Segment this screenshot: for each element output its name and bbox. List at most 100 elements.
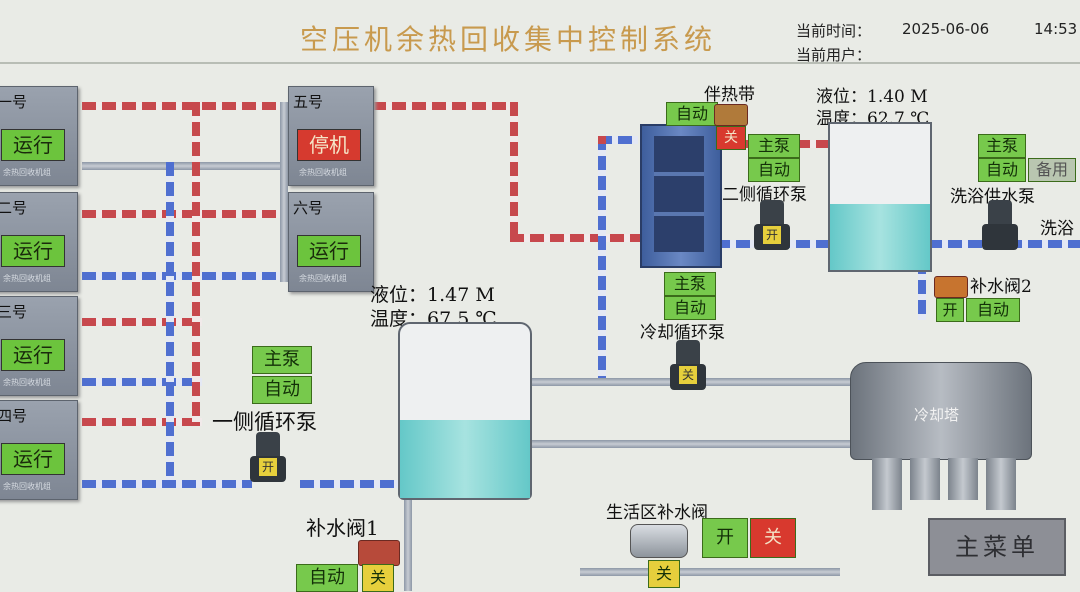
valve2-auto-button[interactable]: 自动	[966, 298, 1020, 322]
unit-label: 六号	[293, 199, 324, 217]
page-title: 空压机余热回收集中控制系统	[300, 23, 717, 56]
living-valve-label: 生活区补水阀	[606, 503, 708, 523]
bath-pump-label: 洗浴供水泵	[950, 187, 1035, 207]
unit-sub: 余热回收机组	[3, 378, 51, 387]
side2-main-button[interactable]: 主泵	[748, 134, 800, 158]
unit-status[interactable]: 运行	[1, 443, 65, 475]
gray-pipe	[280, 102, 288, 282]
unit-status[interactable]: 停机	[297, 129, 361, 161]
cold-pipe	[598, 136, 606, 378]
heat-tape-close-button[interactable]: 关	[716, 126, 746, 150]
tower-leg	[872, 458, 902, 510]
heat-tape-icon	[714, 104, 748, 126]
hot-pipe	[192, 102, 200, 426]
living-valve-close-button[interactable]: 关	[750, 518, 796, 558]
living-valve-icon[interactable]	[630, 524, 688, 558]
hot-pipe	[82, 318, 202, 326]
bath-standby-button[interactable]: 备用	[1028, 158, 1076, 182]
unit-status[interactable]: 运行	[297, 235, 361, 267]
hot-pipe	[598, 136, 606, 144]
main-tank	[398, 322, 532, 500]
unit-status[interactable]: 运行	[1, 235, 65, 267]
main-menu-button[interactable]: 主菜单	[928, 518, 1066, 576]
bath-main-button[interactable]: 主泵	[978, 134, 1026, 158]
unit-label: 一号	[0, 93, 28, 111]
unit-1[interactable]: 一号 运行 余热回收机组	[0, 86, 78, 186]
gray-pipe	[530, 440, 850, 448]
cold-pipe	[918, 240, 926, 320]
unit-sub: 余热回收机组	[299, 274, 347, 283]
unit-2[interactable]: 二号 运行 余热回收机组	[0, 192, 78, 292]
main-tank-water	[400, 419, 530, 498]
bath-pump-icon[interactable]	[982, 200, 1022, 256]
top-tank	[828, 122, 932, 272]
side1-main-button[interactable]: 主泵	[252, 346, 312, 374]
valve1-close-button[interactable]: 关	[362, 564, 394, 592]
unit-label: 三号	[0, 303, 28, 321]
cold-pipe	[598, 136, 638, 144]
main-level: 液位：1.47 M	[370, 284, 495, 306]
gray-pipe	[82, 162, 290, 170]
valve1-auto-button[interactable]: 自动	[296, 564, 358, 592]
cold-pipe	[82, 272, 290, 280]
cold-pipe	[300, 480, 400, 488]
top-level: 液位：1.40 M	[816, 87, 928, 107]
tower-leg	[948, 458, 978, 500]
unit-sub: 余热回收机组	[299, 168, 347, 177]
unit-sub: 余热回收机组	[3, 168, 51, 177]
unit-3[interactable]: 三号 运行 余热回收机组	[0, 296, 78, 396]
tower-leg	[910, 458, 940, 500]
cold-pipe	[166, 162, 174, 482]
unit-4[interactable]: 四号 运行 余热回收机组	[0, 400, 78, 500]
clock-value: 14:53	[1034, 20, 1078, 38]
side2-pump-icon[interactable]: 开	[754, 200, 794, 256]
unit-status[interactable]: 运行	[1, 339, 65, 371]
cooling-pump-label: 冷却循环泵	[640, 323, 725, 343]
valve1-icon[interactable]	[358, 540, 400, 566]
valve2-open-button[interactable]: 开	[936, 298, 964, 322]
user-label: 当前用户：	[796, 46, 872, 64]
top-tank-water	[830, 204, 930, 270]
hot-pipe	[82, 102, 290, 110]
cooling-tower	[850, 362, 1032, 460]
unit-5[interactable]: 五号 停机 余热回收机组	[288, 86, 374, 186]
hot-pipe	[510, 234, 640, 242]
cooling-tower-label: 冷却塔	[914, 406, 960, 424]
time-value: 2025-06-06	[902, 20, 990, 38]
heat-tape-label: 伴热带	[704, 85, 755, 105]
valve2-label: 补水阀2	[970, 277, 1032, 297]
unit-6[interactable]: 六号 运行 余热回收机组	[288, 192, 374, 292]
unit-label: 五号	[293, 93, 324, 111]
gray-pipe	[580, 568, 840, 576]
unit-sub: 余热回收机组	[3, 274, 51, 283]
side1-pump-label: 一侧循环泵	[212, 410, 317, 434]
bath-label: 洗浴	[1040, 219, 1074, 239]
side1-pump-icon[interactable]: 开	[250, 432, 290, 488]
hot-pipe	[82, 210, 290, 218]
living-valve-close-icon-button[interactable]: 关	[648, 560, 680, 588]
hot-pipe	[82, 418, 202, 426]
side1-auto-button[interactable]: 自动	[252, 376, 312, 404]
header-divider	[0, 62, 1080, 64]
hot-pipe	[510, 102, 518, 242]
cooling-pump-icon[interactable]: 关	[670, 340, 710, 396]
cooling-auto-button[interactable]: 自动	[664, 296, 716, 320]
cold-pipe	[82, 480, 252, 488]
unit-status[interactable]: 运行	[1, 129, 65, 161]
unit-label: 四号	[0, 407, 28, 425]
cooling-main-button[interactable]: 主泵	[664, 272, 716, 296]
heat-exchanger	[640, 124, 722, 268]
valve1-label: 补水阀1	[306, 516, 379, 540]
unit-sub: 余热回收机组	[3, 482, 51, 491]
side2-pump-label: 二侧循环泵	[722, 185, 807, 205]
time-label: 当前时间：	[796, 22, 872, 40]
valve2-icon[interactable]	[934, 276, 968, 298]
cold-pipe	[82, 378, 202, 386]
heat-tape-auto-button[interactable]: 自动	[666, 102, 718, 126]
tower-leg	[986, 458, 1016, 510]
hot-pipe	[372, 102, 518, 110]
side2-auto-button[interactable]: 自动	[748, 158, 800, 182]
living-valve-open-button[interactable]: 开	[702, 518, 748, 558]
gray-pipe	[404, 480, 412, 591]
bath-auto-button[interactable]: 自动	[978, 158, 1026, 182]
